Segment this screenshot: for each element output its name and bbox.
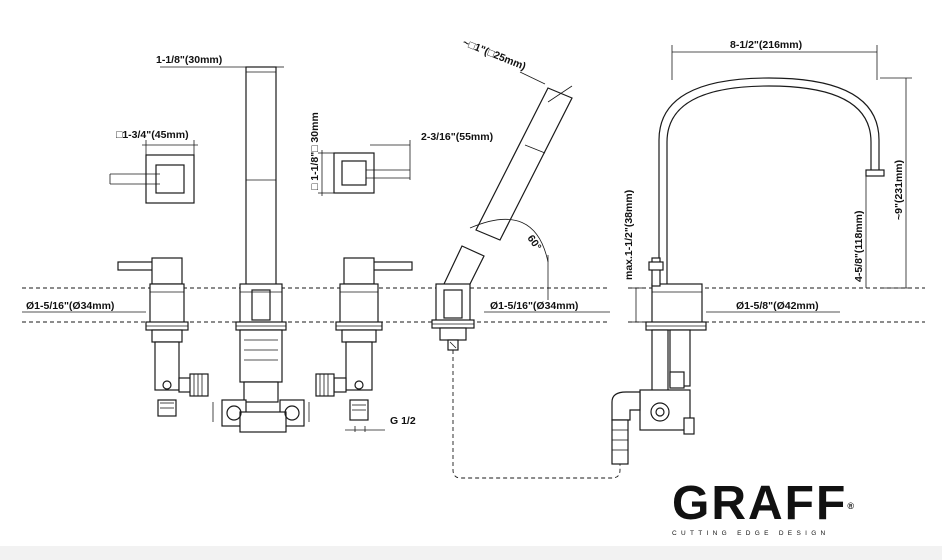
dim-spout-height-total: ~9"(231mm) (893, 160, 905, 220)
dim-base-diameter-mid: Ø1-5/16"(Ø34mm) (490, 300, 578, 312)
dim-base-diameter-left: Ø1-5/16"(Ø34mm) (26, 300, 114, 312)
dimension-lines (22, 45, 912, 323)
left-valve (117, 257, 209, 417)
dim-spout-reach: 8-1/2"(216mm) (730, 39, 802, 51)
handshower (431, 71, 621, 479)
brand-registered-mark: ® (847, 501, 856, 511)
dimension-labels: 1-1/8"(30mm) □1-3/4"(45mm) □ 1-1/8"□ 30m… (26, 37, 905, 427)
dim-spout-outlet-height: 4-5/8"(118mm) (853, 210, 865, 282)
brand-tagline: CUTTING EDGE DESIGN (672, 530, 830, 537)
left-handle-top-view (109, 140, 198, 204)
dim-handle-square-side: □ 1-1/8"□ 30mm (309, 112, 321, 190)
right-valve (315, 257, 413, 432)
dim-handshower-angle: 60° (525, 233, 544, 253)
center-stem-assembly (212, 66, 310, 433)
dim-stem-width: 1-1/8"(30mm) (156, 54, 222, 66)
dim-connection: G 1/2 (390, 415, 416, 427)
dim-max-deck: max.1-1/2"(38mm) (623, 190, 635, 280)
dim-handle-length: 2-3/16"(55mm) (421, 131, 493, 143)
dim-handle-square-left: □1-3/4"(45mm) (116, 129, 189, 141)
dim-handshower-square: ~□1"(□25mm) (461, 37, 528, 73)
dim-base-diameter-spout: Ø1-5/8"(Ø42mm) (736, 300, 819, 312)
brand-logo: GRAFF® CUTTING EDGE DESIGN (672, 477, 902, 538)
footer-bar (0, 546, 942, 560)
brand-name: GRAFF (672, 477, 848, 530)
middle-handle-top-view (318, 140, 411, 196)
spout (611, 77, 885, 465)
